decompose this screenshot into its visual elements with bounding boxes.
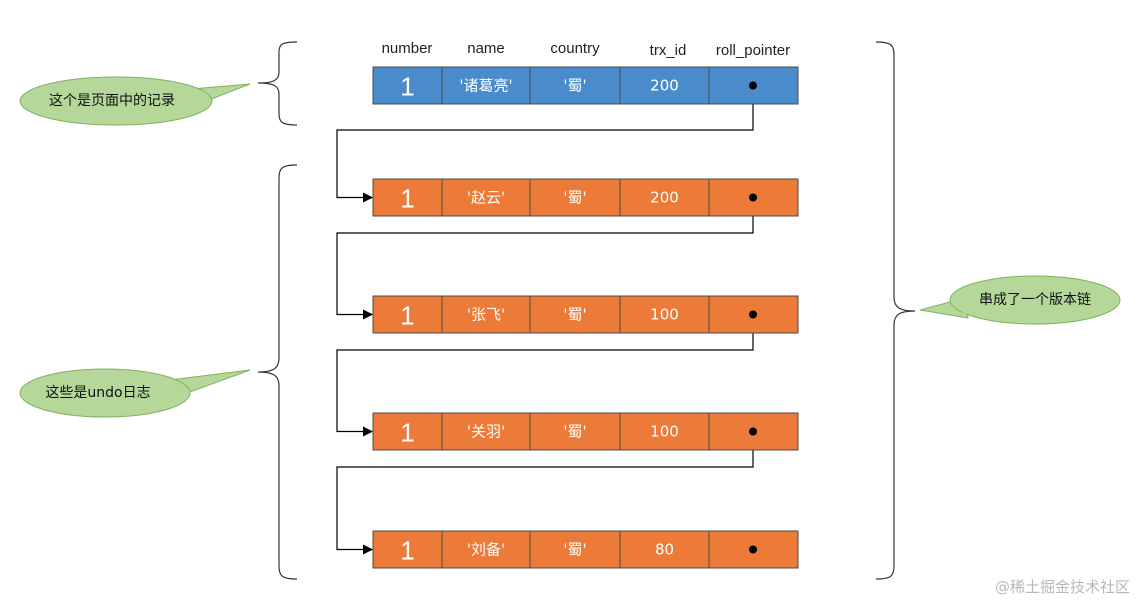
callout-version-chain-text: 串成了一个版本链	[979, 292, 1091, 308]
cell-trx-id-text: 200	[650, 77, 679, 95]
cell-number-text: 1	[400, 536, 414, 566]
cell-name-text: '关羽'	[467, 423, 505, 441]
brace-undo-logs	[257, 164, 298, 580]
cell-country	[529, 530, 621, 569]
record-rows: 1 '诸葛亮' '蜀' 200 1 '赵云' '蜀' 200 1 '张飞' '蜀' 100 1 '关羽' '…	[372, 66, 799, 569]
callout-page-record-seam	[176, 91, 184, 111]
roll-pointer-connectors	[336, 85, 754, 555]
roll-pointer-dot	[749, 427, 757, 436]
roll-pointer-arrow	[336, 431, 754, 555]
callout-version-chain-bubble	[949, 275, 1121, 325]
roll-pointer-dot	[749, 193, 757, 202]
cell-number-text: 1	[400, 418, 414, 448]
header-trx-id: trx_id	[650, 42, 687, 59]
brace-page-record	[257, 41, 298, 126]
roll-pointer-arrow	[336, 85, 754, 203]
cell-trx-id-text: 100	[650, 306, 679, 324]
callout-undo-log-text: 这些是undo日志	[45, 384, 150, 401]
cell-number-text: 1	[400, 184, 414, 214]
cell-trx-id	[619, 178, 710, 217]
watermark: @稀土掘金技术社区	[995, 578, 1130, 596]
roll-pointer-dot	[749, 545, 757, 554]
cell-trx-id-text: 200	[650, 189, 679, 207]
cell-number-text: 1	[400, 72, 414, 102]
cell-name-text: '张飞'	[467, 306, 505, 324]
cell-name	[441, 178, 531, 217]
cell-country	[529, 295, 621, 334]
callout-version-chain: 串成了一个版本链	[919, 275, 1121, 325]
record-row-undo-1: 1 '赵云' '蜀' 200	[372, 178, 799, 217]
cell-trx-id	[619, 530, 710, 569]
record-row-current: 1 '诸葛亮' '蜀' 200	[372, 66, 799, 105]
callout-page-record: 这个是页面中的记录	[19, 76, 251, 126]
cell-trx-id-text: 100	[650, 423, 679, 441]
callout-undo-log-seam	[166, 381, 174, 400]
column-headers: number name country trx_id roll_pointer	[382, 40, 791, 59]
cell-country	[529, 412, 621, 451]
callout-version-chain-seam	[960, 299, 967, 317]
cell-trx-id	[619, 412, 710, 451]
cell-number-text: 1	[400, 301, 414, 331]
header-number: number	[382, 40, 433, 57]
callout-page-record-text: 这个是页面中的记录	[49, 92, 175, 109]
header-country: country	[550, 40, 600, 57]
cell-name-text: '赵云'	[467, 189, 505, 207]
header-roll-pointer: roll_pointer	[716, 42, 790, 59]
cell-country-text: '蜀'	[563, 541, 586, 559]
callout-page-record-bubble	[19, 76, 213, 126]
cell-number	[372, 295, 443, 334]
cell-trx-id-text: 80	[655, 541, 674, 559]
brace-version-chain	[875, 41, 916, 580]
cell-name-text: '刘备'	[467, 541, 505, 559]
cell-country	[529, 66, 621, 105]
cell-name	[441, 295, 531, 334]
cell-country-text: '蜀'	[563, 306, 586, 324]
cell-number	[372, 66, 443, 105]
record-row-undo-3: 1 '关羽' '蜀' 100	[372, 412, 799, 451]
cell-name-text: '诸葛亮'	[459, 77, 512, 95]
cell-country-text: '蜀'	[563, 423, 586, 441]
cell-country-text: '蜀'	[563, 189, 586, 207]
cell-trx-id	[619, 295, 710, 334]
cell-country-text: '蜀'	[563, 77, 586, 95]
roll-pointer-arrow	[336, 314, 754, 437]
cell-number	[372, 412, 443, 451]
header-name: name	[467, 40, 505, 57]
cell-name	[441, 530, 531, 569]
callout-undo-log: 这些是undo日志	[19, 368, 251, 418]
roll-pointer-dot	[749, 81, 757, 90]
roll-pointer-dot	[749, 310, 757, 319]
cell-name	[441, 412, 531, 451]
roll-pointer-arrow	[336, 197, 754, 320]
callout-undo-log-bubble	[19, 368, 191, 418]
record-row-undo-4: 1 '刘备' '蜀' 80	[372, 530, 799, 569]
record-row-undo-2: 1 '张飞' '蜀' 100	[372, 295, 799, 334]
cell-number	[372, 530, 443, 569]
